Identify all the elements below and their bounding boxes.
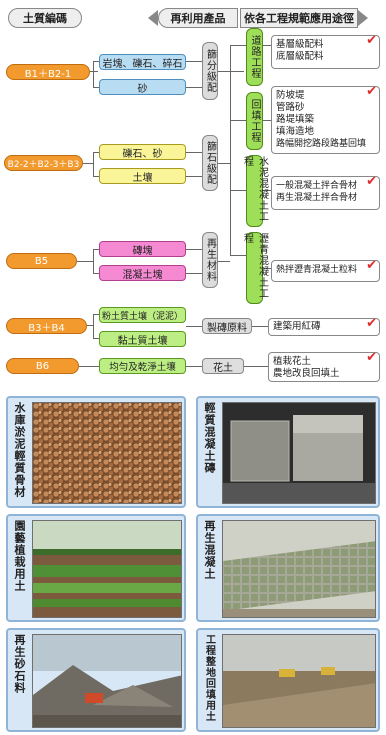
category-backfill-engineering: 回填工程 [246, 92, 263, 150]
check-icon: ✔ [366, 258, 377, 273]
category-asphalt-concrete: 瀝青混凝土工程 [242, 232, 268, 304]
photo-label: 再生混凝土 [203, 520, 216, 580]
category-cement-concrete: 水泥混凝土工程 [242, 155, 268, 227]
use-item: 基層級配料 [276, 39, 324, 50]
material-clay-soil: 黏土質土壤 [99, 331, 186, 347]
use-item: 管路砂 [276, 102, 305, 113]
process-recycled-material: 再生材料 [202, 232, 218, 288]
process-flower-soil: 花土 [202, 358, 244, 374]
code-b1-badge: B1＋B2-1 [6, 64, 90, 80]
check-icon: ✔ [366, 33, 377, 48]
code-b5-badge: B5 [6, 253, 77, 269]
material-sand: 砂 [99, 79, 186, 95]
uses-backfill: ✔ 防坡堤 管路砂 路堤填築 填海造地 路幅開挖路段路基回填 [271, 84, 380, 154]
photo-panel-gardening-soil: 園藝植栽用土 [6, 514, 186, 622]
photo-panel-recycled-aggregate: 再生砂石料 [6, 628, 186, 732]
uses-cement: ✔ 一般混凝土拌合骨材 再生混凝土拌合骨材 [271, 174, 380, 210]
brick-photo [222, 402, 376, 504]
grading-site-photo [222, 634, 376, 728]
code-b2-badge: B2-2＋B2-3＋B3 [4, 155, 83, 171]
use-item: 農地改良回填土 [273, 368, 340, 379]
aggregate-photo [32, 402, 182, 504]
material-gravel-sand: 礫石、砂 [99, 144, 186, 160]
process-brick-material: 製磚原料 [202, 318, 252, 334]
use-item: 建築用紅磚 [273, 321, 321, 332]
use-item: 植栽花土 [273, 356, 312, 367]
photo-label: 水庫淤泥輕質骨材 [13, 402, 26, 498]
use-item: 路幅開挖路段路基回填 [276, 139, 367, 149]
material-rock-gravel: 岩塊、礫石、碎石 [99, 54, 186, 70]
photo-label: 工程整地回填用土 [203, 634, 215, 722]
code-b34-badge: B3＋B4 [6, 318, 87, 334]
process-sieve-grading: 篩分級配 [202, 42, 218, 100]
use-item: 再生混凝土拌合骨材 [276, 193, 358, 203]
photo-label: 再生砂石料 [13, 634, 26, 694]
header-soil-code: 土質編碼 [8, 8, 82, 28]
photo-panel-reservoir-aggregate: 水庫淤泥輕質骨材 [6, 396, 186, 508]
header-arrow-left-icon [148, 10, 158, 26]
material-brick: 磚塊 [99, 241, 186, 257]
check-icon: ✔ [366, 84, 377, 99]
uses-road: ✔ 基層級配料 底層級配料 [271, 33, 380, 69]
use-item: 底層級配料 [276, 51, 324, 62]
process-stone-grading: 篩石級配 [202, 135, 218, 191]
uses-plant: ✔ 植栽花土 農地改良回填土 [268, 350, 380, 382]
uses-brick: ✔ 建築用紅磚 [268, 316, 380, 336]
use-item: 防坡堤 [276, 90, 305, 101]
photo-panel-recycled-concrete: 再生混凝土 [196, 514, 380, 622]
use-item: 路堤填築 [276, 114, 315, 125]
material-silt-soil: 粉土質土壤（泥泥） [99, 307, 186, 323]
material-uniform-dry-soil: 均勻及乾淨土壤 [99, 358, 186, 374]
check-icon: ✔ [366, 316, 377, 331]
category-road-engineering: 道路工程 [246, 28, 263, 86]
garden-photo [32, 520, 182, 618]
photo-label: 輕質混凝土磚 [203, 402, 216, 474]
uses-asphalt: ✔ 熱拌瀝青混凝土粒料 [271, 258, 380, 282]
photo-panel-lightweight-brick: 輕質混凝土磚 [196, 396, 380, 508]
material-soil: 土壤 [99, 168, 186, 184]
header-application: 依各工程規範應用途徑 [240, 8, 358, 28]
concrete-wall-photo [222, 520, 376, 618]
header-arrow-right-icon [358, 10, 368, 26]
use-item: 一般混凝土拌合骨材 [276, 181, 358, 191]
material-concrete-block: 混凝土塊 [99, 265, 186, 281]
use-item: 填海造地 [276, 126, 315, 137]
aggregate-site-photo [32, 634, 182, 728]
check-icon: ✔ [366, 350, 377, 365]
use-item: 熱拌瀝青混凝土粒料 [276, 265, 358, 275]
check-icon: ✔ [366, 174, 377, 189]
code-b6-badge: B6 [6, 358, 79, 374]
photo-label: 園藝植栽用土 [13, 520, 26, 592]
header-reuse-product: 再利用產品 [158, 8, 238, 28]
photo-panel-backfill-soil: 工程整地回填用土 [196, 628, 380, 732]
